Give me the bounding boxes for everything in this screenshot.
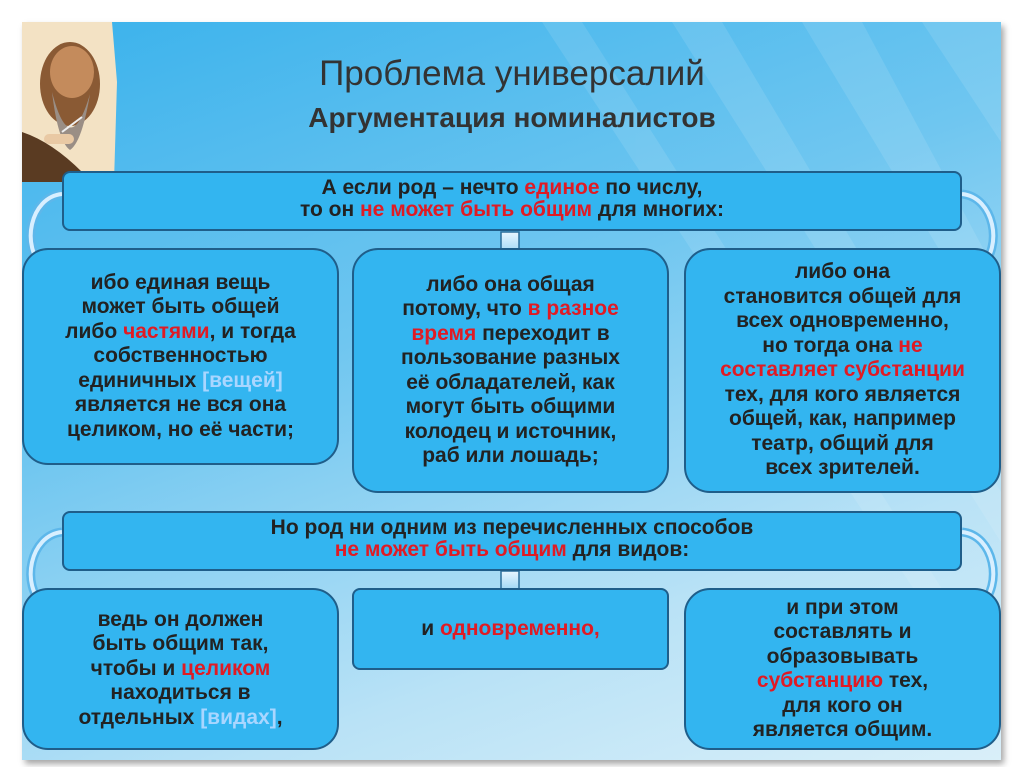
argument-box-parts: ибо единая вещь может быть общей либо ча… (22, 248, 339, 465)
philosopher-portrait-icon (22, 22, 117, 182)
conclusion-banner: Но род ни одним из перечисленных способо… (62, 511, 962, 571)
argument-box-time: либо она общая потому, что в разное врем… (352, 248, 669, 493)
banner-line: А если род – нечто единое по числу, (321, 176, 703, 199)
slide: Проблема универсалий Аргументация номина… (22, 22, 1001, 760)
argument-box-whole: ведь он должен быть общим так, чтобы и ц… (22, 588, 339, 750)
premise-banner: А если род – нечто единое по числу, то о… (62, 171, 962, 231)
argument-box-simultaneous: либо она становится общей для всех однов… (684, 248, 1001, 493)
banner-line: Но род ни одним из перечисленных способо… (270, 516, 754, 539)
banner-line: не может быть общим для видов: (334, 538, 690, 561)
page-title: Проблема универсалий (319, 54, 705, 93)
argument-box-substance: и при этом составлять и образовывать суб… (684, 588, 1001, 750)
argument-box-simultaneously: и одновременно, (352, 588, 669, 670)
page-subtitle: Аргументация номиналистов (308, 102, 716, 133)
banner-line: то он не может быть общим для многих: (299, 198, 725, 221)
